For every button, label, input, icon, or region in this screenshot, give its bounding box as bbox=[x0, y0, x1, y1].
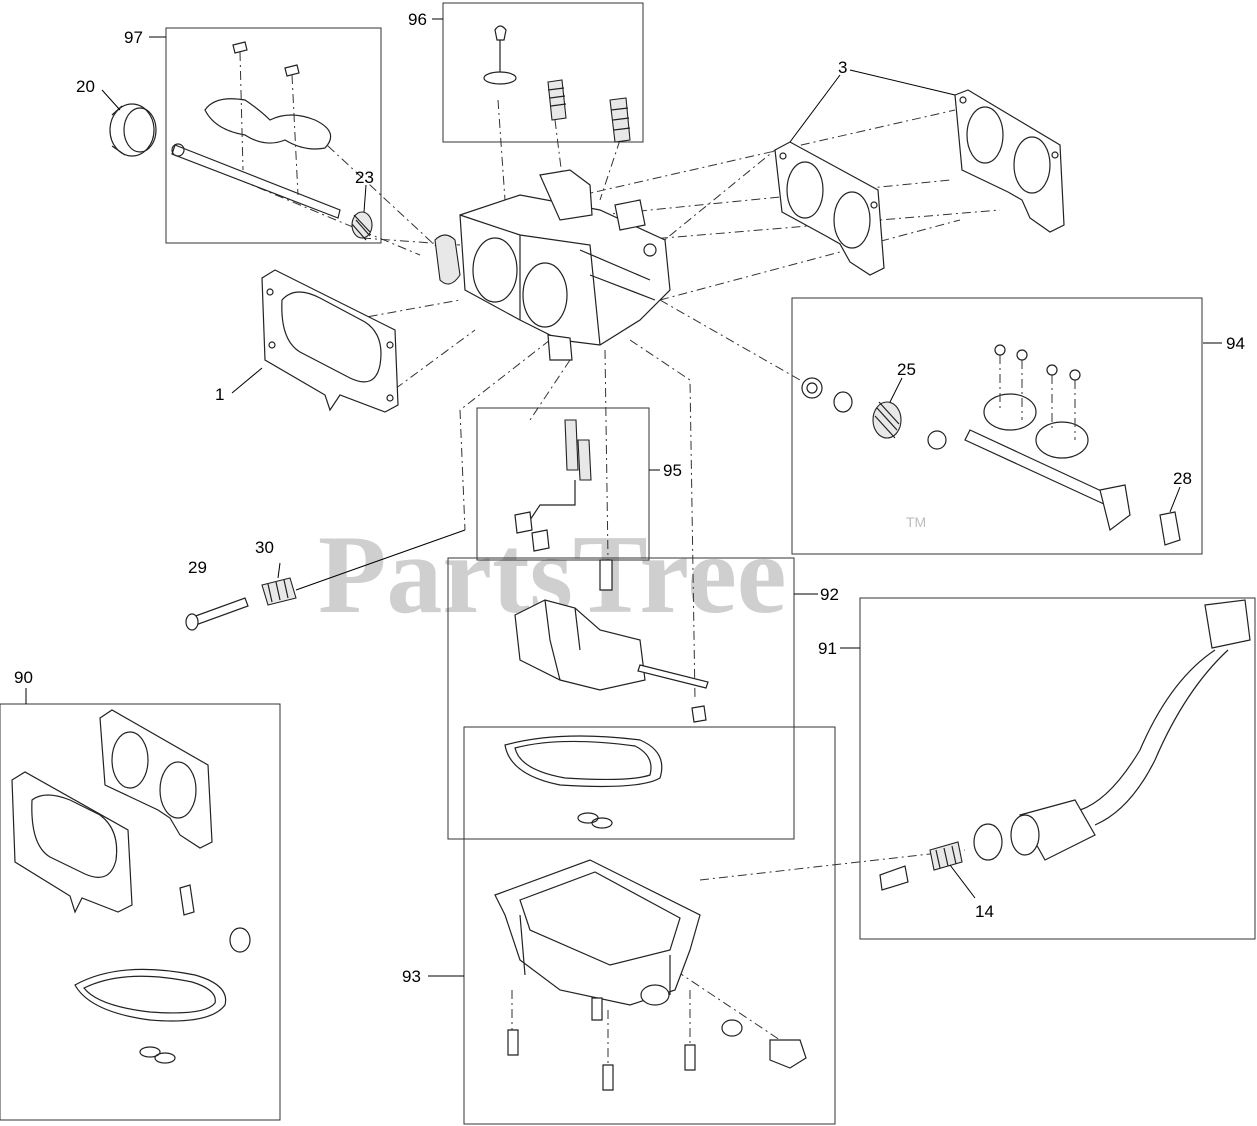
gasket-kit-90 bbox=[11, 709, 251, 1064]
callout-90: 90 bbox=[14, 668, 33, 687]
callout-1: 1 bbox=[215, 385, 224, 404]
callout-28: 28 bbox=[1173, 469, 1192, 488]
carburetor-body bbox=[434, 169, 671, 361]
callout-14: 14 bbox=[975, 902, 994, 921]
callout-92: 92 bbox=[820, 585, 839, 604]
float-kit-92 bbox=[504, 559, 709, 829]
kit-box-96 bbox=[442, 2, 644, 143]
solenoid-kit-91 bbox=[879, 599, 1251, 891]
kit-box-97 bbox=[165, 27, 382, 244]
leader-lines bbox=[25, 18, 1222, 977]
watermark-trademark: TM bbox=[906, 514, 926, 530]
callout-94: 94 bbox=[1226, 334, 1245, 353]
gasket-1 bbox=[261, 269, 399, 413]
callouts: 97 20 23 96 3 1 94 25 28 95 30 29 92 91 … bbox=[14, 10, 1245, 986]
callout-30: 30 bbox=[255, 538, 274, 557]
float-bowl-kit-93 bbox=[494, 859, 807, 1091]
callout-23: 23 bbox=[355, 168, 374, 187]
screw-29 bbox=[185, 597, 249, 631]
kit-box-95 bbox=[476, 407, 650, 561]
callout-25: 25 bbox=[897, 360, 916, 379]
gasket-3 bbox=[774, 89, 1065, 276]
callout-20: 20 bbox=[76, 77, 95, 96]
kit-box-91 bbox=[859, 597, 1256, 940]
kit-box-90 bbox=[0, 703, 281, 1121]
kit-box-94 bbox=[791, 297, 1203, 555]
callout-29: 29 bbox=[188, 558, 207, 577]
callout-95: 95 bbox=[663, 461, 682, 480]
screws-kit-96 bbox=[483, 25, 631, 143]
jets-kit-95 bbox=[514, 419, 592, 552]
callout-3: 3 bbox=[838, 58, 847, 77]
throttle-shaft-kit-97 bbox=[171, 41, 341, 219]
callout-97: 97 bbox=[124, 28, 143, 47]
choke-kit-94 bbox=[801, 344, 1181, 546]
spring-23 bbox=[351, 211, 373, 241]
callout-91: 91 bbox=[818, 639, 837, 658]
kit-box-93 bbox=[463, 726, 836, 1125]
callout-93: 93 bbox=[402, 967, 421, 986]
kit-box-92 bbox=[447, 557, 795, 840]
spring-30 bbox=[261, 529, 466, 606]
callout-96: 96 bbox=[408, 10, 427, 29]
cap-20 bbox=[109, 103, 157, 157]
